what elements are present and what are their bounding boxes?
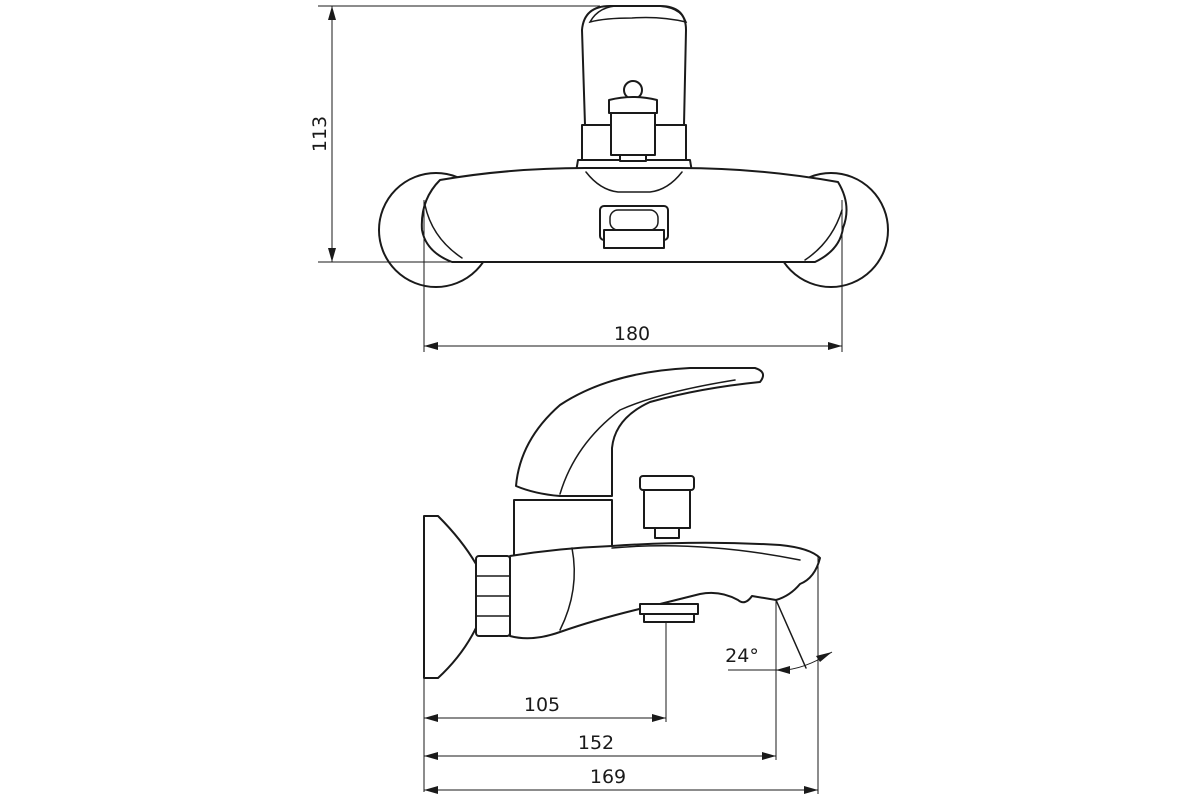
height-arrow-bottom (328, 248, 336, 262)
spout-depth-arrow-right (652, 714, 666, 722)
side-diverter-knob-top (639, 475, 695, 491)
side-diverter-knob-body (643, 489, 691, 529)
outlet-depth-label: 152 (578, 732, 614, 754)
front-diverter-knob-neck (608, 96, 658, 114)
side-lever-handle (515, 367, 765, 497)
width-dimension-label: 180 (614, 323, 650, 345)
front-lever-top-detail (588, 5, 688, 24)
side-spout-top-line (611, 544, 801, 561)
front-diverter-knob-stem (610, 112, 656, 156)
spout-depth-arrow-left (424, 714, 438, 722)
angle-reference-line (775, 599, 807, 669)
side-hand-shower-outlet-base (643, 613, 695, 623)
side-wall-flange (423, 515, 477, 679)
height-dimension-label: 113 (309, 116, 331, 152)
height-arrow-top (328, 6, 336, 20)
angle-arrow-left (776, 666, 790, 674)
front-body-right-edge (804, 209, 843, 261)
front-aerator-outlet (603, 229, 665, 249)
total-depth-arrow-left (424, 786, 438, 794)
side-hand-shower-outlet (639, 603, 699, 615)
spout-depth-label: 105 (524, 694, 560, 716)
width-arrow-left (424, 342, 438, 350)
side-view: 105 152 169 24° (423, 367, 833, 794)
side-spout-body (509, 541, 821, 640)
angle-arrow-right (816, 652, 832, 662)
side-body-front-curve (559, 547, 576, 631)
front-body-spout-outline (585, 171, 683, 193)
front-view: 113 180 (309, 5, 889, 352)
angle-label: 24° (725, 645, 759, 667)
width-arrow-right (828, 342, 842, 350)
outlet-depth-arrow-left (424, 752, 438, 760)
total-depth-arrow-right (804, 786, 818, 794)
total-depth-label: 169 (590, 766, 626, 788)
front-diverter-knob-base (619, 154, 647, 162)
side-diverter-knob-stem (654, 527, 680, 539)
outlet-depth-arrow-right (762, 752, 776, 760)
side-lever-inner-edge (559, 379, 736, 495)
front-body-left-edge (424, 204, 463, 259)
